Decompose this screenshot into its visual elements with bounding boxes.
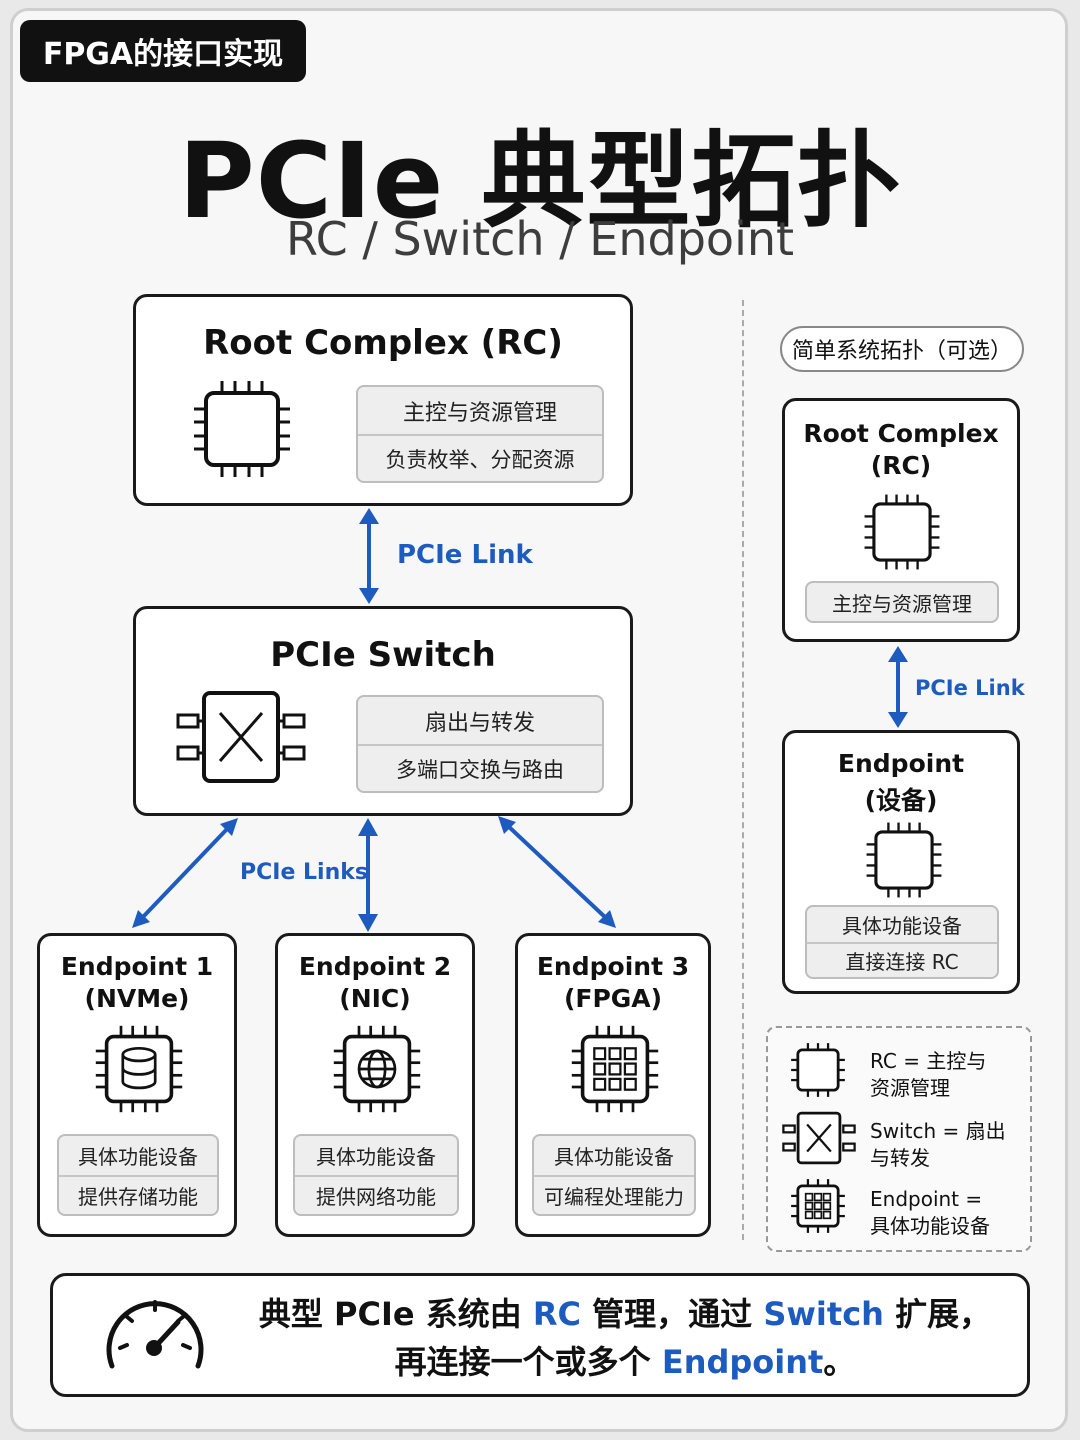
chip-icon <box>866 822 942 898</box>
summary-part1: 典型 PCIe 系统由 <box>258 1295 533 1333</box>
summary-part4: 再连接一个或多个 <box>394 1343 662 1381</box>
endpoint-2-name: Endpoint 2 <box>298 952 452 981</box>
endpoint-2-description: 具体功能设备 提供网络功能 <box>293 1134 459 1216</box>
summary-part2: 管理，通过 <box>581 1295 764 1333</box>
summary-rc: RC <box>532 1295 582 1333</box>
chip-icon <box>864 494 940 570</box>
endpoint-1-name: Endpoint 1 <box>60 952 214 981</box>
legend-rc-line2: 资源管理 <box>870 1076 950 1100</box>
switch-endpoints-link-label: PCIe Links <box>240 860 368 885</box>
switch-title: PCIe Switch <box>270 635 496 675</box>
endpoint-2-type: (NIC) <box>339 984 411 1013</box>
legend-rc-line1: RC = 主控与 <box>870 1049 987 1073</box>
summary-endpoint: Endpoint <box>661 1343 824 1381</box>
database-chip-icon <box>95 1025 183 1113</box>
root-complex-box: Root Complex (RC) 主控与资源管理 负责枚举、分配资源 <box>133 294 633 506</box>
rc-description: 主控与资源管理 负责枚举、分配资源 <box>356 385 604 483</box>
series-tag: FPGA的接口实现 <box>20 20 306 82</box>
endpoint-3-type: (FPGA) <box>563 984 663 1013</box>
globe-chip-icon <box>333 1025 421 1113</box>
side-rc-desc-line: 主控与资源管理 <box>832 591 972 616</box>
grid-chip-icon <box>571 1025 659 1113</box>
side-endpoint-desc-line2: 直接连接 RC <box>807 942 997 977</box>
side-rc-description: 主控与资源管理 <box>805 581 999 623</box>
endpoint-2-box: Endpoint 2 (NIC) 具体功能设备 提供网络功能 <box>275 933 475 1237</box>
endpoint-3-description: 具体功能设备 可编程处理能力 <box>532 1134 696 1216</box>
legend-endpoint-line2: 具体功能设备 <box>870 1214 990 1238</box>
legend-rc: RC = 主控与 资源管理 <box>870 1048 986 1102</box>
side-endpoint-title-line2: (设备) <box>864 786 938 815</box>
endpoint-3-desc-line1: 具体功能设备 <box>554 1145 674 1169</box>
summary-switch: Switch <box>763 1295 884 1333</box>
endpoint-2-desc-line2: 提供网络功能 <box>295 1175 457 1214</box>
chip-icon <box>194 381 290 477</box>
summary-part5: 。 <box>823 1343 856 1381</box>
rc-desc-line1: 主控与资源管理 <box>402 400 557 426</box>
side-rc-title-line2: (RC) <box>870 451 932 480</box>
summary-part3: 扩展， <box>883 1295 992 1333</box>
rc-title: Root Complex (RC) <box>203 323 563 363</box>
switch-description: 扇出与转发 多端口交换与路由 <box>356 695 604 793</box>
legend-chip-icon <box>791 1043 845 1097</box>
legend-switch-line2: 与转发 <box>870 1146 930 1170</box>
legend-switch-icon <box>782 1111 856 1165</box>
endpoint-3-box: Endpoint 3 (FPGA) 具体功能设备 可编程处理能力 <box>515 933 711 1237</box>
endpoint-3-desc-line2: 可编程处理能力 <box>534 1175 694 1214</box>
side-endpoint-desc-line1: 具体功能设备 <box>842 914 962 938</box>
switch-desc-line2: 多端口交换与路由 <box>358 744 602 791</box>
endpoint-1-description: 具体功能设备 提供存储功能 <box>57 1134 219 1216</box>
legend-endpoint-line1: Endpoint = <box>870 1187 983 1211</box>
section-divider <box>742 300 744 1240</box>
endpoint-3-name: Endpoint 3 <box>536 952 690 981</box>
legend-switch-line1: Switch = 扇出 <box>870 1119 1006 1143</box>
side-link-arrow <box>888 646 908 728</box>
page-title: PCIe 典型拓扑 <box>178 120 902 242</box>
rc-desc-line2: 负责枚举、分配资源 <box>358 434 602 481</box>
endpoint-1-type: (NVMe) <box>84 984 190 1013</box>
simple-topology-label: 简单系统拓扑（可选） <box>780 326 1024 372</box>
rc-switch-link-label: PCIe Link <box>397 540 533 570</box>
side-rc-box: Root Complex (RC) 主控与资源管理 <box>782 398 1020 642</box>
legend-endpoint-icon <box>791 1179 845 1233</box>
side-endpoint-title-line1: Endpoint <box>837 749 965 778</box>
pcie-switch-box: PCIe Switch 扇出与转发 多端口交换与路由 <box>133 606 633 816</box>
summary-box <box>50 1273 1030 1397</box>
endpoint-1-desc-line2: 提供存储功能 <box>59 1175 217 1214</box>
side-endpoint-description: 具体功能设备 直接连接 RC <box>805 905 999 979</box>
summary-text-line1: 典型 PCIe 系统由 RC 管理，通过 Switch 扩展， <box>230 1290 1020 1338</box>
switch-icon <box>176 691 306 783</box>
side-rc-title-line1: Root Complex <box>803 419 999 448</box>
page-subtitle: RC / Switch / Endpoint <box>285 212 795 266</box>
endpoint-2-desc-line1: 具体功能设备 <box>316 1145 436 1169</box>
side-endpoint-box: Endpoint (设备) 具体功能设备 直接连接 RC <box>782 730 1020 994</box>
side-link-label: PCIe Link <box>915 676 1025 700</box>
endpoint-1-box: Endpoint 1 (NVMe) 具体功能设备 提供存储功能 <box>37 933 237 1237</box>
endpoint-1-desc-line1: 具体功能设备 <box>78 1145 198 1169</box>
switch-desc-line1: 扇出与转发 <box>424 710 535 736</box>
legend-endpoint: Endpoint = 具体功能设备 <box>870 1186 990 1240</box>
summary-text-line2: 再连接一个或多个 Endpoint。 <box>230 1338 1020 1386</box>
rc-switch-link-arrow <box>359 508 379 604</box>
speedometer-icon <box>106 1300 204 1369</box>
legend-switch: Switch = 扇出 与转发 <box>870 1118 1006 1172</box>
